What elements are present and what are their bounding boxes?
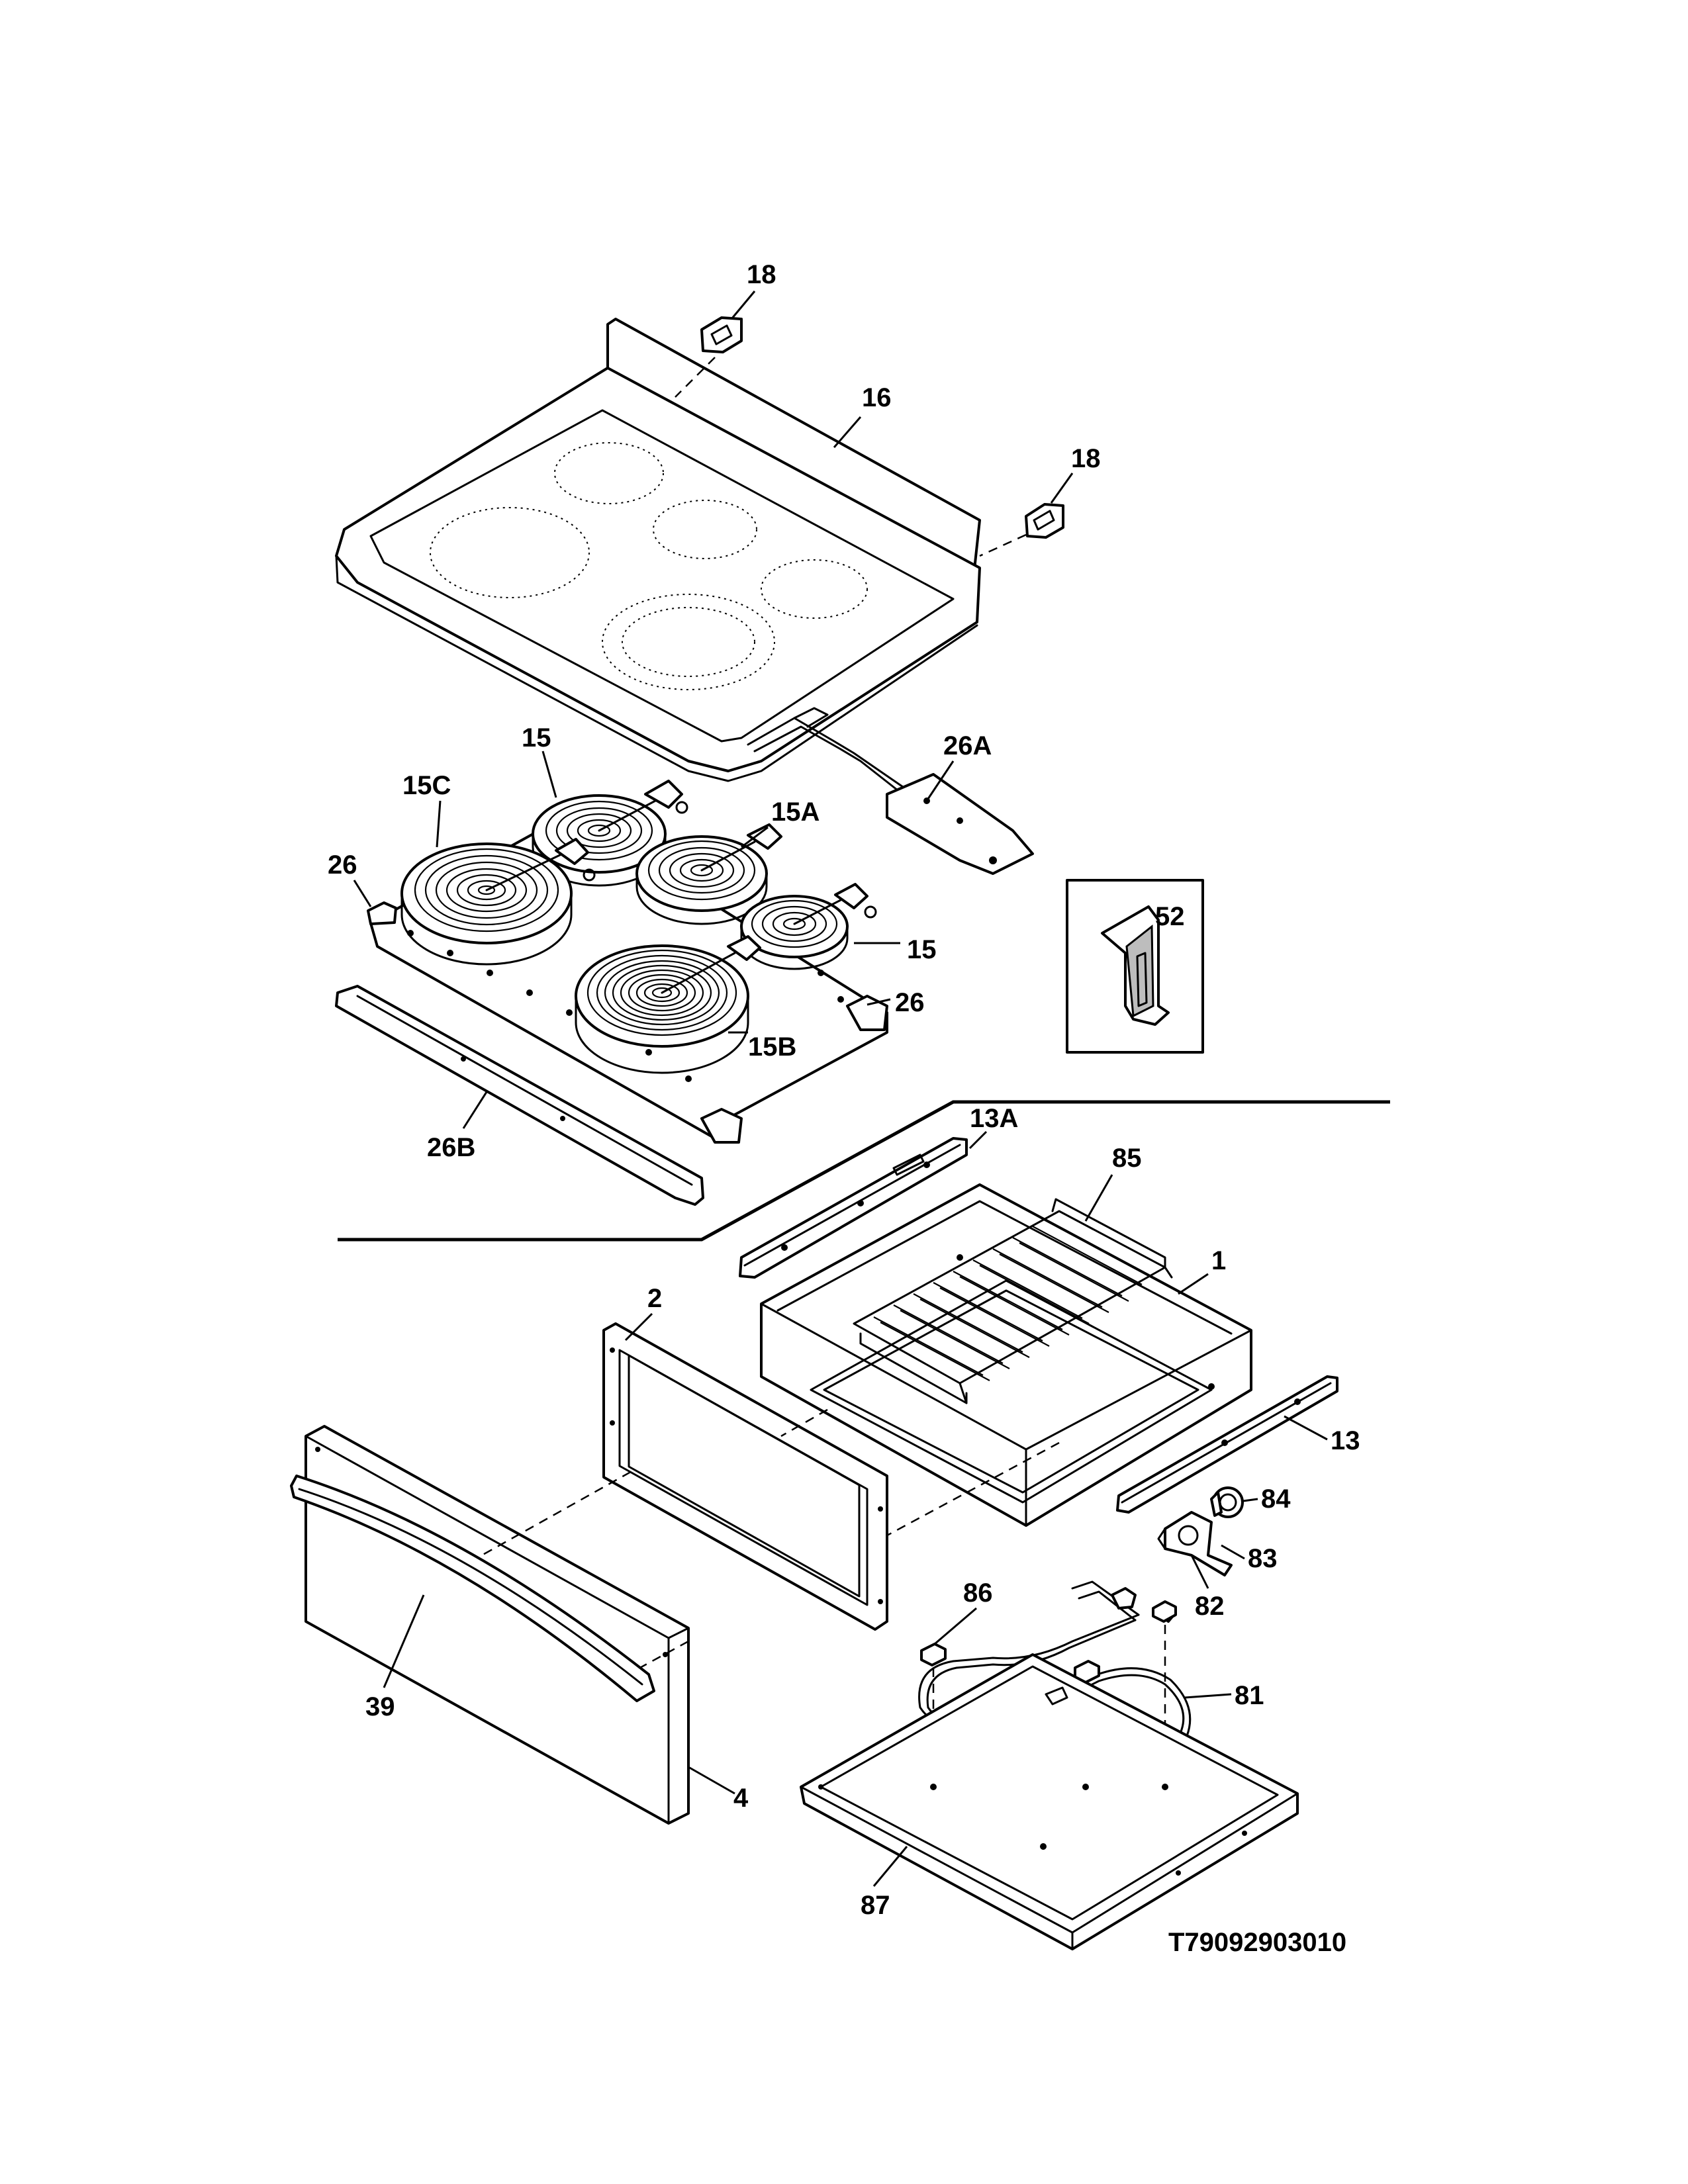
label-26-right: 26: [895, 988, 925, 1017]
inset-box-part-52: [1066, 879, 1204, 1054]
wiring-harness: [747, 707, 1034, 875]
drawer-handle: [290, 1475, 655, 1702]
label-15-rear: 15: [522, 723, 551, 752]
drawer-bottom-tray: [800, 1653, 1299, 1950]
thermostat-sensor: [1210, 1486, 1244, 1518]
label-16: 16: [862, 383, 892, 412]
bracket-clip-right: [979, 503, 1064, 557]
label-87: 87: [861, 1891, 890, 1920]
label-1: 1: [1211, 1246, 1226, 1275]
label-85: 85: [1112, 1144, 1142, 1173]
label-15A: 15A: [771, 797, 820, 827]
drawer-slide-right: [1116, 1375, 1338, 1514]
drawer-body: [760, 1183, 1252, 1527]
label-83: 83: [1248, 1544, 1278, 1573]
label-84: 84: [1261, 1484, 1291, 1514]
radiant-element-large-front: [575, 935, 761, 1074]
diagram-code: T79092903010: [1168, 1928, 1346, 1957]
drawer-inner-panel: [602, 1322, 1060, 1631]
warming-rack: [853, 1198, 1173, 1404]
section-divider-line: [338, 1100, 1390, 1242]
label-26B: 26B: [427, 1133, 475, 1162]
label-52: 52: [1155, 902, 1185, 931]
radiant-element-small-right: [740, 883, 877, 970]
label-26A: 26A: [943, 731, 992, 760]
label-26-left: 26: [328, 850, 357, 880]
label-39: 39: [365, 1692, 395, 1721]
callout-leaders: [353, 291, 1328, 1887]
label-81: 81: [1235, 1681, 1264, 1710]
label-15-right: 15: [907, 935, 937, 964]
drawer-slide-left: [739, 1137, 968, 1279]
label-4: 4: [733, 1784, 749, 1813]
radiant-element-large-left: [400, 838, 596, 966]
bracket-clip-top: [675, 316, 743, 398]
label-15B: 15B: [748, 1032, 796, 1062]
label-18-top: 18: [747, 260, 776, 289]
label-13A: 13A: [970, 1104, 1018, 1133]
label-18-right: 18: [1071, 444, 1101, 473]
label-2: 2: [647, 1284, 662, 1313]
label-15C: 15C: [402, 771, 451, 800]
label-13: 13: [1331, 1426, 1360, 1455]
front-trim-strip: [335, 985, 704, 1206]
cooktop-glass-top: [335, 318, 981, 782]
label-82: 82: [1195, 1592, 1225, 1621]
label-86: 86: [963, 1578, 993, 1608]
sensor-bracket: [1157, 1511, 1233, 1576]
